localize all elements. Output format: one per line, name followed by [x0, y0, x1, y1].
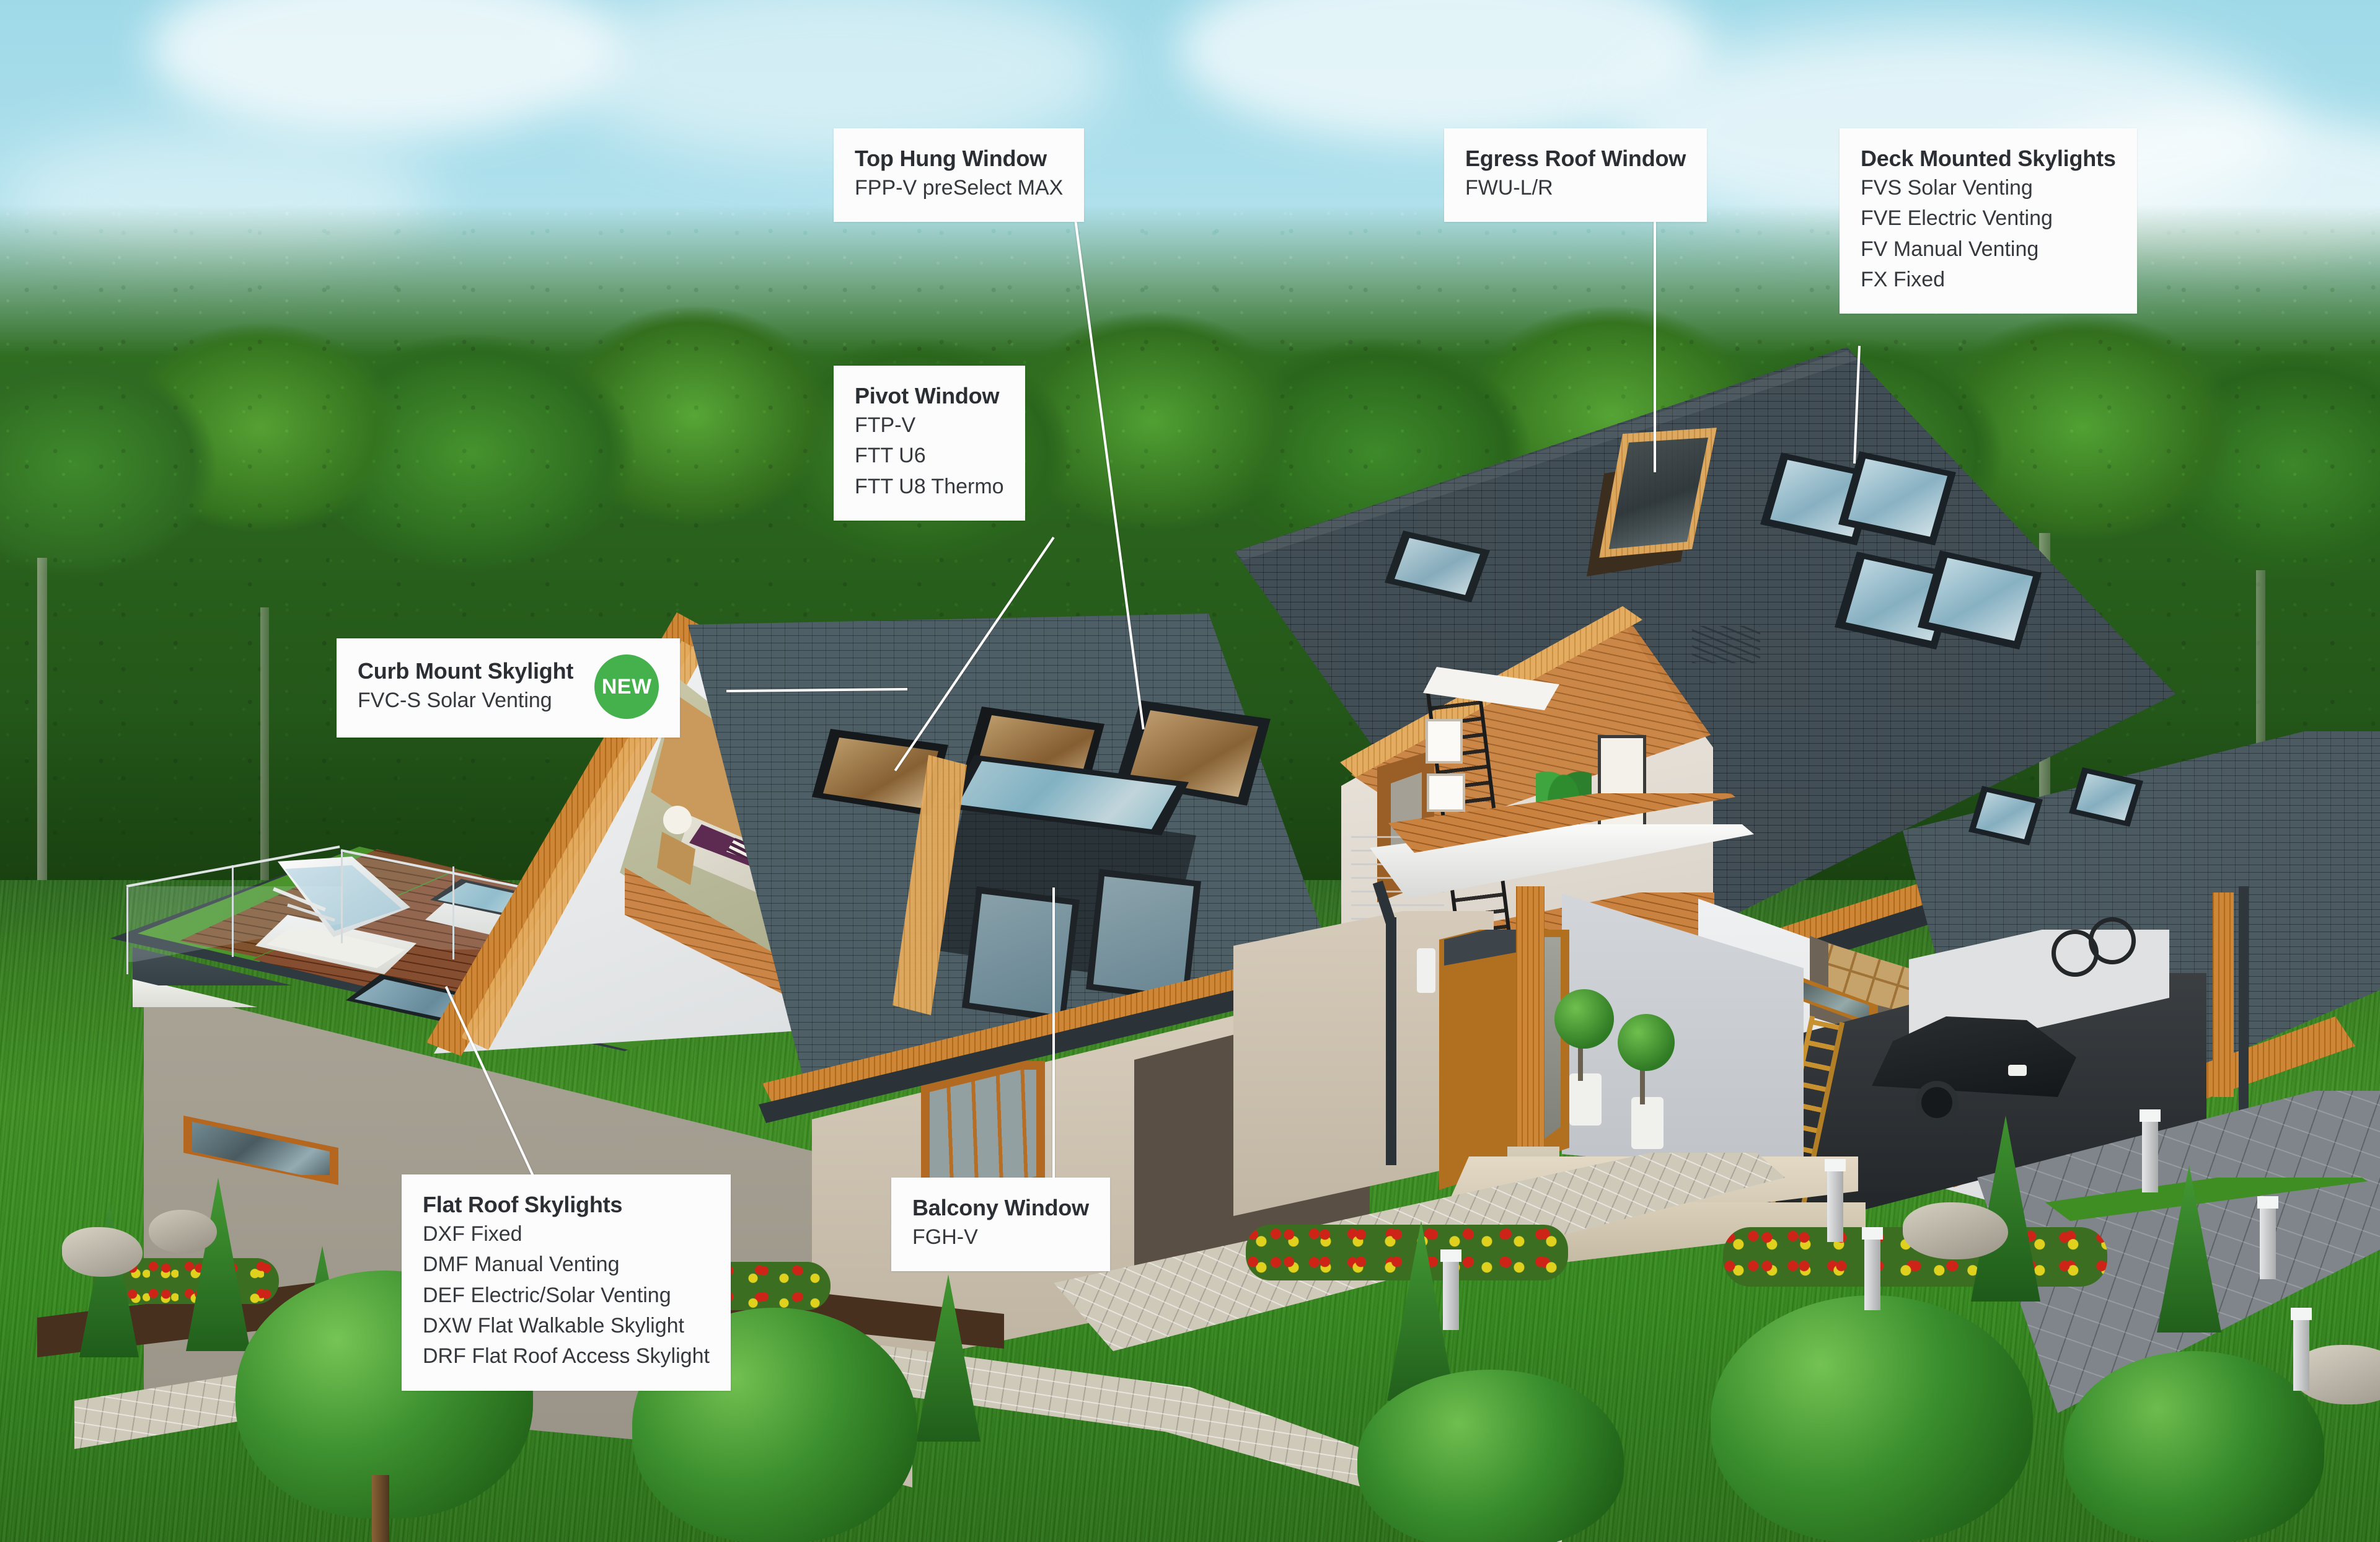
- label-line: DEF Electric/Solar Venting: [423, 1283, 671, 1307]
- label-line: FX Fixed: [1861, 267, 1946, 291]
- label-line: FV Manual Venting: [1861, 237, 2039, 261]
- label-line: FVE Electric Venting: [1861, 206, 2053, 231]
- downpipe-entrance: [1386, 917, 1396, 1165]
- bollard-light-head: [1862, 1227, 1883, 1240]
- bollard-light-head: [1440, 1249, 1461, 1262]
- label-title: Top Hung Window: [855, 146, 1047, 171]
- label-line: FVC-S Solar Venting: [358, 689, 552, 713]
- label-line: FGH-V: [912, 1225, 978, 1249]
- bollard-light-head: [1825, 1159, 1846, 1171]
- leader-line-balcony: [1052, 888, 1055, 1179]
- label-title: Deck Mounted Skylights: [1861, 146, 2116, 171]
- leader-line-egress: [1654, 217, 1656, 472]
- topiary-stem: [1640, 1054, 1645, 1104]
- label-card-balcony-window[interactable]: Balcony Window FGH-V: [891, 1178, 1110, 1272]
- wall-picture: [1427, 773, 1465, 812]
- bollard-light-head: [2291, 1308, 2312, 1320]
- label-line: FVS Solar Venting: [1861, 176, 2033, 200]
- garage-pillar: [2213, 892, 2234, 1097]
- label-card-egress-roof-window[interactable]: Egress Roof Window FWU-L/R: [1444, 128, 1708, 222]
- balcony-rail-glass-right: [1093, 876, 1194, 995]
- flower-border: [1246, 1225, 1568, 1280]
- label-line: DMF Manual Venting: [423, 1253, 620, 1277]
- label-line: FTT U8 Thermo: [855, 474, 1004, 498]
- bollard-light: [1827, 1165, 1843, 1242]
- planter-pot: [1631, 1097, 1664, 1149]
- label-title: Curb Mount Skylight: [358, 658, 574, 684]
- garage-downpipe: [2239, 886, 2249, 1116]
- plant-foliage: [1536, 755, 1592, 802]
- label-title: Pivot Window: [855, 383, 1000, 408]
- car-wheel: [1915, 1081, 1959, 1124]
- label-line: DXF Fixed: [423, 1222, 522, 1246]
- car-headlight: [2008, 1065, 2027, 1076]
- label-line: FWU-L/R: [1465, 176, 1553, 200]
- bollard-light: [2142, 1116, 2158, 1192]
- topiary-ball: [1618, 1014, 1675, 1071]
- shrub-large: [1711, 1295, 2033, 1542]
- boulder: [1903, 1202, 2008, 1259]
- boulder: [62, 1227, 143, 1277]
- bollard-light: [2260, 1202, 2276, 1279]
- boulder: [149, 1210, 217, 1253]
- label-title: Balcony Window: [912, 1195, 1089, 1220]
- label-line: FTT U6: [855, 444, 926, 468]
- wall-lamp: [1417, 948, 1435, 993]
- label-card-curb-mount-skylight[interactable]: Curb Mount Skylight FVC-S Solar Venting …: [337, 638, 681, 738]
- planter-pot: [1569, 1073, 1602, 1126]
- label-card-top-hung-window[interactable]: Top Hung Window FPP-V preSelect MAX: [834, 128, 1085, 222]
- bollard-light: [2293, 1314, 2309, 1391]
- balcony-rail-glass-left: [969, 894, 1072, 1015]
- bollard-light-head: [2140, 1109, 2161, 1122]
- label-line: DXW Flat Walkable Skylight: [423, 1313, 684, 1337]
- roof-snow-guard: [1692, 626, 1760, 663]
- label-text-group: Curb Mount Skylight FVC-S Solar Venting: [358, 657, 573, 716]
- new-badge: NEW: [594, 654, 659, 719]
- label-line: DRF Flat Roof Access Skylight: [423, 1344, 710, 1368]
- canopy-post: [1516, 886, 1545, 1159]
- label-title: Egress Roof Window: [1465, 146, 1686, 171]
- tree-trunk: [37, 558, 47, 942]
- label-title: Flat Roof Skylights: [423, 1192, 623, 1217]
- bike-wheel: [2089, 917, 2136, 964]
- cloud: [149, 0, 620, 136]
- lamp: [663, 806, 692, 834]
- bollard-light: [1443, 1256, 1459, 1330]
- label-line: FTP-V: [855, 413, 916, 438]
- bollard-light-head: [2257, 1196, 2278, 1209]
- label-card-pivot-window[interactable]: Pivot Window FTP-V FTT U6 FTT U8 Thermo: [834, 366, 1025, 521]
- topiary-ball: [1554, 989, 1614, 1049]
- shrub-large: [2064, 1351, 2324, 1542]
- shrub-large: [1357, 1370, 1624, 1542]
- label-line: FPP-V preSelect MAX: [855, 176, 1064, 200]
- bollard-light: [1864, 1233, 1880, 1310]
- wall-picture: [1426, 719, 1463, 764]
- tree-trunk-foreground: [372, 1475, 389, 1542]
- flower-border: [1723, 1227, 2107, 1287]
- topiary-stem: [1578, 1030, 1583, 1081]
- label-card-flat-roof-skylights[interactable]: Flat Roof Skylights DXF Fixed DMF Manual…: [402, 1174, 731, 1391]
- label-card-deck-mounted-skylights[interactable]: Deck Mounted Skylights FVS Solar Venting…: [1840, 128, 2137, 314]
